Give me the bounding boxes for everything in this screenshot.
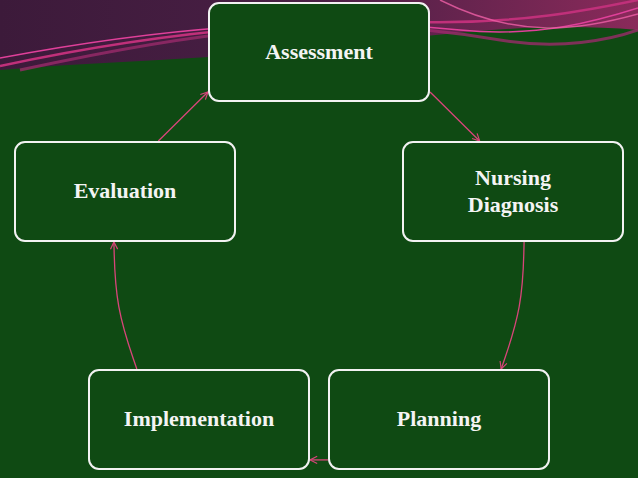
flow-arrow xyxy=(310,459,328,460)
box-label: Evaluation xyxy=(74,178,177,204)
process-box: Evaluation xyxy=(14,141,236,242)
box-label: Assessment xyxy=(265,39,373,65)
flow-arrow xyxy=(501,242,524,369)
process-box: Implementation xyxy=(88,369,310,470)
flow-arrow xyxy=(114,242,137,369)
box-label: Implementation xyxy=(124,406,274,432)
flow-arrow xyxy=(430,92,480,141)
flow-arrow xyxy=(158,92,208,141)
process-box: Nursing Diagnosis xyxy=(402,141,624,242)
box-label: Planning xyxy=(397,406,481,432)
process-box: Planning xyxy=(328,369,550,470)
process-box: Assessment xyxy=(208,2,430,102)
box-label: Nursing Diagnosis xyxy=(448,165,578,218)
